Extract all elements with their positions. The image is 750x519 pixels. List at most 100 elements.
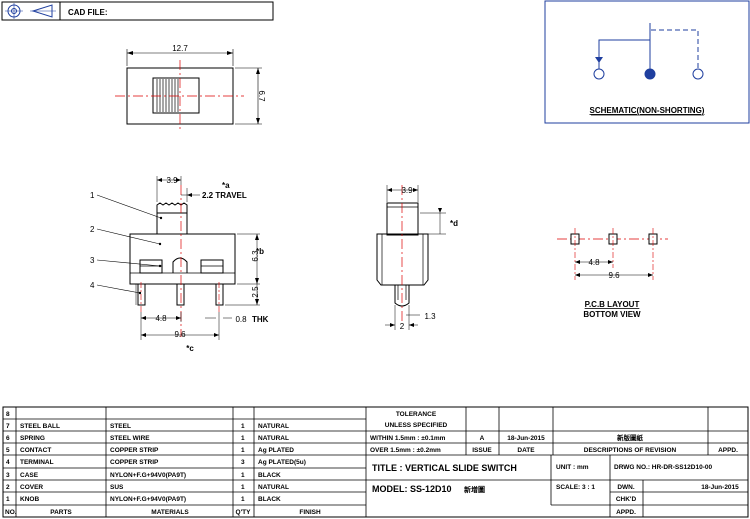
chkd-label: CHK'D <box>616 496 637 503</box>
bom-material: NYLON+F.G+94V0(PA9T) <box>110 472 186 479</box>
appd-label: APPD. <box>616 509 636 516</box>
bom-qty: 1 <box>241 435 245 442</box>
bom-part: CASE <box>20 472 39 479</box>
bom-table: 8 7 STEEL BALL STEEL 1 NATURAL 6 SPRING … <box>3 407 367 517</box>
descriptions-header: DESCRIPTIONS OF REVISION <box>584 447 677 454</box>
title-block: TOLERANCE UNLESS SPECIFIED WITHIN 1.5mm … <box>366 407 748 517</box>
front-view: 1 2 3 4 3.9 *a 2.2 TRAVEL 6.3 *b <box>90 176 269 353</box>
bom-material: NYLON+F.G+94V0(PA9T) <box>110 496 186 503</box>
drawing-number: DRWG NO.: HR-DR-SS12D10-00 <box>614 464 713 471</box>
bom-no: 4 <box>6 459 10 466</box>
terminal-common-icon <box>644 68 656 80</box>
side-top-dim: 3.9 <box>401 186 413 195</box>
revision-issue: A <box>480 435 485 442</box>
bom-part: COVER <box>20 484 43 491</box>
scale-label: SCALE: 3 : 1 <box>556 484 595 491</box>
drawing-title: TITLE : VERTICAL SLIDE SWITCH <box>372 463 517 473</box>
cad-file-label: CAD FILE: <box>68 8 108 17</box>
body-height-dim: 6.3 <box>251 250 260 262</box>
model-label: MODEL: SS-12D10 <box>372 484 452 494</box>
side-bottom-dim-1: 2 <box>400 322 405 331</box>
bom-header-finish: FINISH <box>299 509 321 516</box>
bom-finish: NATURAL <box>258 423 289 430</box>
bom-qty: 1 <box>241 472 245 479</box>
issue-header: ISSUE <box>472 447 492 454</box>
bom-finish: NATURAL <box>258 484 289 491</box>
callout-2: 2 <box>90 225 95 234</box>
bom-no: 2 <box>6 484 10 491</box>
side-view: 3.9 *d 2 1.3 <box>376 185 458 331</box>
pin-span-dim: 9.6 <box>174 330 186 339</box>
over-tolerance: OVER 1.5mm : ±0.2mm <box>370 447 441 454</box>
bom-part: SPRING <box>20 435 45 442</box>
bom-qty: 3 <box>241 459 245 466</box>
bom-no: 1 <box>6 496 10 503</box>
terminal-open-icon <box>593 68 605 80</box>
pcb-layout: 4.8 9.6 P.C.B LAYOUT BOTTOM VIEW <box>557 228 668 319</box>
bom-finish: Ag PLATED <box>258 447 294 454</box>
bom-header-no: NO. <box>5 509 17 516</box>
dwn-date: 18-Jun-2015 <box>701 484 739 491</box>
pin-length-dim: 2.5 <box>251 286 260 298</box>
bom-material: SUS <box>110 484 124 491</box>
appd-header: APPD. <box>718 447 738 454</box>
callout-4: 4 <box>90 281 95 290</box>
pcb-subtitle: BOTTOM VIEW <box>583 310 641 319</box>
pcb-span-dim: 9.6 <box>608 271 620 280</box>
star-d-note: *d <box>450 219 458 228</box>
bom-header-qty: Q'TY <box>236 509 252 516</box>
model-note: 新增圖 <box>464 485 485 494</box>
pcb-pitch-dim: 4.8 <box>588 258 600 267</box>
top-view: 12.7 6.7 <box>115 44 266 132</box>
unless-label: UNLESS SPECIFIED <box>385 422 448 429</box>
dwn-label: DWN. <box>617 484 635 491</box>
callout-3: 3 <box>90 256 95 265</box>
bom-material: STEEL <box>110 423 131 430</box>
bom-qty: 1 <box>241 447 245 454</box>
bom-material: COPPER STRIP <box>110 459 159 466</box>
bom-no: 8 <box>6 411 10 418</box>
revision-description: 新版圖紙 <box>617 433 644 442</box>
within-tolerance: WITHIN 1.5mm : ±0.1mm <box>370 435 446 442</box>
bom-part: TERMINAL <box>20 459 54 466</box>
bom-no: 6 <box>6 435 10 442</box>
top-width-dim: 12.7 <box>172 44 188 53</box>
bom-finish: Ag PLATED(5u) <box>258 459 306 466</box>
callout-1: 1 <box>90 191 95 200</box>
date-header: DATE <box>517 447 535 454</box>
bom-header-parts: PARTS <box>50 509 72 516</box>
revision-date: 18-Jun-2015 <box>507 435 545 442</box>
star-b-note: *b <box>256 247 264 256</box>
bom-part: STEEL BALL <box>20 423 60 430</box>
bom-part: KNOB <box>20 496 39 503</box>
bom-part: CONTACT <box>20 447 51 454</box>
bom-qty: 1 <box>241 423 245 430</box>
side-bottom-dim-2: 1.3 <box>424 312 436 321</box>
bom-header-materials: MATERIALS <box>151 509 189 516</box>
bom-finish: BLACK <box>258 496 281 503</box>
top-height-dim: 6.7 <box>257 90 266 102</box>
knob-width-dim: 3.9 <box>166 176 178 185</box>
pin-thickness-dim: 0.8 <box>235 315 247 324</box>
bom-material: COPPER STRIP <box>110 447 159 454</box>
bom-no: 3 <box>6 472 10 479</box>
bom-finish: BLACK <box>258 472 281 479</box>
bom-no: 5 <box>6 447 10 454</box>
schematic-panel: SCHEMATIC(NON-SHORTING) <box>544 0 750 124</box>
star-c-note: *c <box>186 344 194 353</box>
bom-material: STEEL WIRE <box>110 435 150 442</box>
pin-pitch-dim: 4.8 <box>155 314 167 323</box>
bom-finish: NATURAL <box>258 435 289 442</box>
bom-qty: 1 <box>241 484 245 491</box>
star-a-note: *a <box>222 181 230 190</box>
thk-label: THK <box>252 315 269 324</box>
tolerance-label: TOLERANCE <box>396 411 437 418</box>
projection-symbol-icon <box>5 3 56 19</box>
bom-no: 7 <box>6 423 10 430</box>
terminal-open-icon <box>692 68 704 80</box>
travel-note: 2.2 TRAVEL <box>202 191 247 200</box>
pcb-title: P.C.B LAYOUT <box>585 300 640 309</box>
bom-qty: 1 <box>241 496 245 503</box>
schematic-title: SCHEMATIC(NON-SHORTING) <box>590 106 705 115</box>
